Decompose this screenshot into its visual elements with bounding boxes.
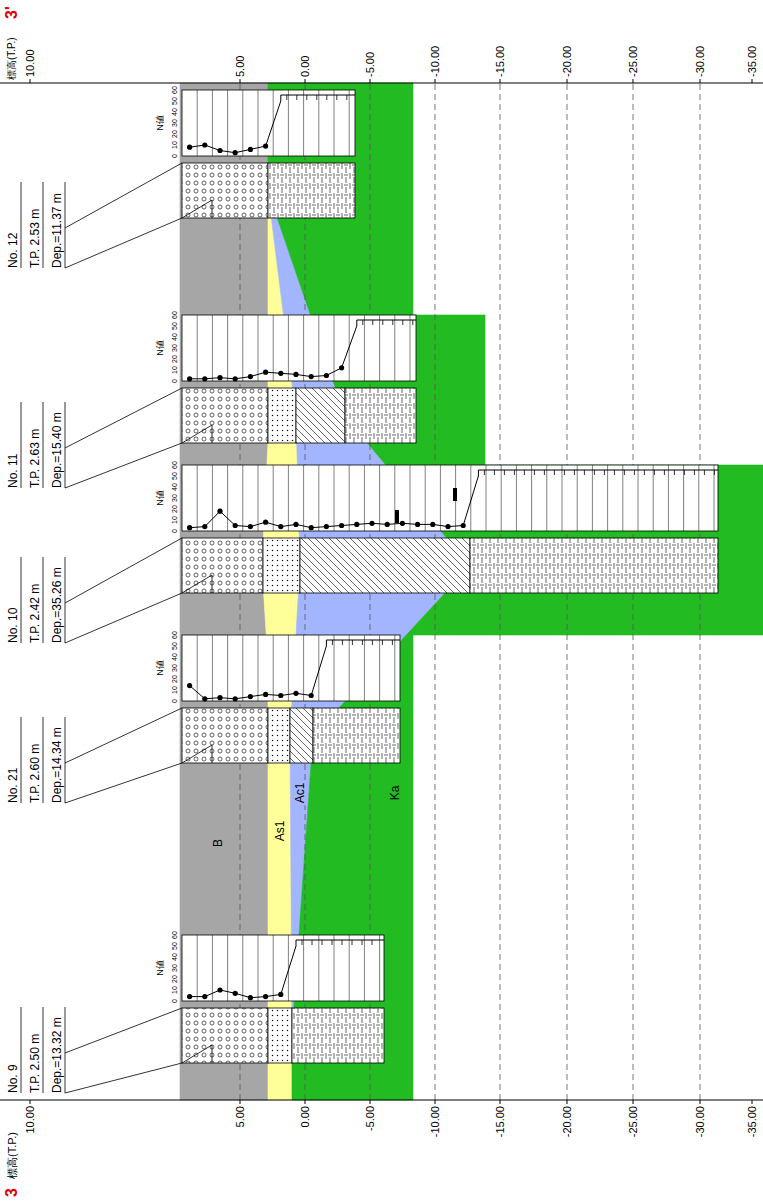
n-scale: 50: [171, 97, 178, 105]
axis-value: -15.00: [495, 1106, 506, 1137]
n-scale: 30: [171, 119, 178, 127]
axis-value: -5.00: [365, 52, 376, 77]
borehole-data: Dep.=35.26 m: [51, 567, 63, 643]
n-scale: 60: [171, 86, 178, 94]
axis-value: -20.00: [562, 1106, 573, 1137]
n-scale: 60: [171, 461, 178, 469]
elevation-axis: [0, 79, 763, 1104]
n-title: N値: [156, 960, 165, 976]
n-title: N値: [156, 115, 165, 131]
n-scale: 30: [171, 494, 178, 502]
borehole: [21, 935, 384, 1093]
n-scale: 50: [171, 942, 178, 950]
section-end: 3: [4, 1188, 20, 1197]
n-scale: 30: [171, 344, 178, 352]
n-scale: 60: [171, 631, 178, 639]
n-scale: 10: [171, 686, 178, 694]
borehole-number: No. 21: [7, 768, 19, 803]
n-scale: 10: [171, 986, 178, 994]
axis-title: 標高(T.P.): [7, 37, 17, 80]
n-scale: 40: [171, 333, 178, 341]
n-scale: 0: [171, 529, 178, 533]
n-scale: 40: [171, 953, 178, 961]
n-scale: 50: [171, 322, 178, 330]
borehole-number: No. 9: [7, 1064, 19, 1093]
borehole-data: Dep.=15.40 m: [51, 412, 63, 488]
section-end: 3': [4, 6, 20, 19]
borehole-data: Dep.=11.37 m: [51, 193, 63, 268]
n-scale: 40: [171, 483, 178, 491]
axis-value: 10.00: [25, 1106, 36, 1134]
n-scale: 20: [171, 505, 178, 513]
borehole: [21, 90, 355, 268]
layer-name: Ka: [388, 784, 402, 803]
borehole-data: T.P. 2.53 m: [29, 209, 41, 268]
borehole-data: T.P. 2.42 m: [29, 584, 41, 643]
borehole: [21, 465, 718, 643]
n-scale: 0: [171, 154, 178, 158]
axis-value: 10.00: [25, 49, 36, 77]
borehole-data: T.P. 2.60 m: [29, 744, 41, 803]
layer-name: B: [211, 837, 225, 849]
axis-value: -5.00: [365, 1106, 376, 1131]
axis-title: 標高(T.P.): [7, 1132, 18, 1179]
n-scale: 60: [171, 931, 178, 939]
n-title: N値: [156, 340, 165, 356]
n-scale: 10: [171, 516, 178, 524]
borehole-number: No. 10: [7, 608, 19, 643]
n-scale: 0: [171, 699, 178, 703]
n-title: N値: [156, 660, 165, 676]
n-scale: 30: [171, 964, 178, 972]
axis-value: 0.00: [300, 56, 311, 77]
n-scale: 10: [171, 141, 178, 149]
borehole-number: No. 12: [7, 233, 19, 268]
borehole-data: Dep.=14.34 m: [51, 727, 63, 803]
axis-value: 5.00: [235, 1106, 246, 1127]
n-scale: 20: [171, 355, 178, 363]
axis-value: -15.00: [495, 46, 506, 77]
layer-name: As1: [273, 819, 287, 844]
borehole-data: T.P. 2.63 m: [29, 429, 41, 488]
borehole: [21, 635, 400, 803]
n-title: N値: [156, 490, 165, 506]
n-scale: 50: [171, 472, 178, 480]
borehole-data: T.P. 2.50 m: [29, 1034, 41, 1093]
axis-value: -10.00: [430, 1106, 441, 1137]
layer-name: Ac1: [293, 781, 307, 806]
axis-value: -20.00: [562, 46, 573, 77]
axis-value: -30.00: [695, 46, 706, 77]
n-scale: 0: [171, 999, 178, 1003]
axis-value: 5.00: [235, 56, 246, 77]
axis-value: -30.00: [695, 1106, 706, 1137]
axis-value: -35.00: [747, 1106, 758, 1137]
n-scale: 20: [171, 130, 178, 138]
axis-value: -35.00: [747, 46, 758, 77]
axis-value: 0.00: [300, 1106, 311, 1127]
n-scale: 20: [171, 675, 178, 683]
n-scale: 60: [171, 311, 178, 319]
n-scale: 30: [171, 664, 178, 672]
n-scale: 0: [171, 379, 178, 383]
n-scale: 40: [171, 653, 178, 661]
borehole-data: Dep.=13.32 m: [51, 1017, 63, 1093]
borehole: [21, 315, 416, 488]
axis-value: -10.00: [430, 46, 441, 77]
n-scale: 20: [171, 975, 178, 983]
borehole-number: No. 11: [7, 454, 19, 488]
axis-value: -25.00: [628, 46, 639, 77]
n-scale: 10: [171, 366, 178, 374]
axis-value: -25.00: [628, 1106, 639, 1137]
n-scale: 40: [171, 108, 178, 116]
n-scale: 50: [171, 642, 178, 650]
